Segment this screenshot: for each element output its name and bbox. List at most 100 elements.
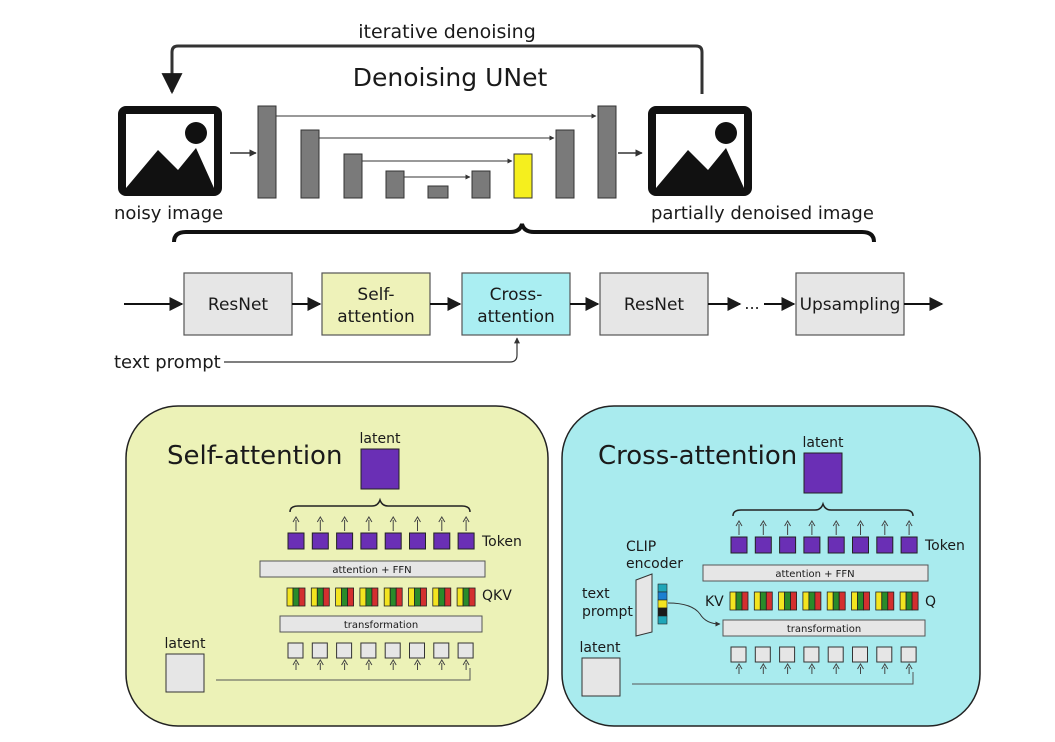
latent-bottom-label: latent [580,640,621,656]
clip-embedding-cell [657,615,668,625]
iterative-loop: iterative denoising [161,21,704,95]
attention-ffn-bar [702,564,929,582]
pipeline-block-resnet: ResNet [183,272,293,336]
text-prompt-label-2: prompt [582,604,633,620]
unet-bar [471,170,491,199]
unet-bar [300,129,320,199]
unet-bar-highlight [513,153,533,199]
cross-attention-title: Cross-attention [598,441,797,471]
input-block [360,642,377,659]
token-block [409,532,426,550]
svg-text:transformation: transformation [344,620,418,631]
qkv-block [408,587,427,607]
qkv-block [826,591,846,611]
token-block [900,536,918,554]
qkv-block [456,587,476,607]
input-arrows [735,663,913,674]
input-arrows [292,659,470,670]
svg-text:attention: attention [477,307,555,327]
input-block [803,646,820,663]
pipeline-block-resnet: ResNet [599,272,709,336]
qkv-label: QKV [482,588,512,604]
token-block [360,532,378,550]
latent-top-block [803,452,843,494]
qkv-block [359,587,379,607]
text-prompt-label: text [582,586,610,602]
denoised-image-icon [648,106,752,196]
input-block [409,642,425,659]
token-block [754,536,772,554]
svg-text:Cross-: Cross- [490,285,543,305]
qkv-block [851,591,870,611]
qkv-block [778,591,797,611]
unet-bar [257,105,277,199]
qkv-block [753,591,773,611]
kv-label: KV [705,594,724,610]
latent-bottom-block [581,657,621,697]
token-block [852,536,869,554]
transformation-bar [279,615,483,633]
input-block [336,642,353,659]
latent-bottom-block [165,653,205,693]
clip-embedding-cell [657,607,668,617]
token-label: Token [481,534,522,550]
unet-bar [343,153,363,199]
clip-embedding [657,583,668,625]
svg-text:attention + FFN: attention + FFN [775,569,854,580]
svg-text:ResNet: ResNet [208,295,269,315]
token-block [730,536,748,554]
pipeline-block-self-attention: Self- attention [321,272,431,336]
latent-top-label: latent [360,431,401,447]
qkv-block [335,587,355,607]
token-arrows [735,520,913,535]
token-block [311,532,329,550]
svg-text:Upsampling: Upsampling [800,295,901,315]
clip-embedding-cell [657,591,668,601]
input-block [827,646,844,663]
noisy-image-icon [118,106,222,196]
unet-bar [555,129,575,199]
latent-bottom-label: latent [165,636,206,652]
svg-text:Self-: Self- [357,285,394,305]
pipeline-block-upsampling: Upsampling [795,272,905,336]
self-attention-title: Self-attention [167,441,342,471]
svg-text:attention: attention [337,307,415,327]
input-block [730,646,747,663]
input-block [754,646,771,663]
token-block [433,532,451,550]
clip-encoder-shape [635,573,653,637]
pipeline-ellipsis: ... [744,294,759,313]
token-block [803,536,821,554]
token-block [827,536,845,554]
input-row [287,642,474,659]
input-block [311,642,328,659]
input-block [779,646,796,663]
svg-text:attention + FFN: attention + FFN [332,565,411,576]
input-block [287,642,304,659]
qkv-block [286,587,306,607]
text-prompt-label: text prompt [114,352,221,373]
latent-top-block [360,448,400,490]
loop-label: iterative denoising [358,21,536,43]
transformation-bar [722,619,926,637]
clip-embedding-cell [657,599,668,609]
token-row [730,536,918,554]
svg-text:transformation: transformation [787,624,861,635]
unet-bar [385,170,405,199]
unet-title: Denoising UNet [353,63,548,92]
pipeline: ResNet Self- attention Cross- attention … [114,272,944,373]
input-block [876,646,893,663]
token-block [876,536,894,554]
input-block [900,646,917,663]
qkv-block [729,591,749,611]
input-block [457,642,474,659]
token-arrows [292,516,470,531]
clip-label-2: encoder [626,556,683,572]
qkv-block [310,587,330,607]
input-block [433,642,450,659]
token-block [384,532,402,550]
token-row [287,532,475,550]
svg-text:ResNet: ResNet [624,295,685,315]
input-block [852,646,868,663]
